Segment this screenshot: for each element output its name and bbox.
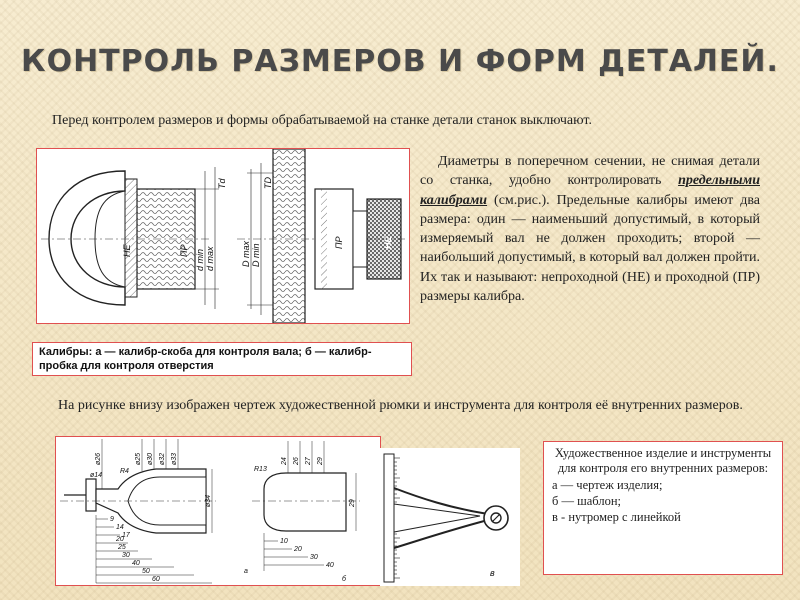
dim-h17: 17 [122,532,131,539]
dim-r13: R13 [254,466,267,473]
Dmin-label: D min [251,243,261,267]
pr-right-label: ПР [334,236,344,249]
dim-d25: ø25 [135,453,142,465]
td-left-label: Td [217,178,227,189]
dim-h60: 60 [152,576,160,583]
dim-b10: 10 [280,538,288,545]
paragraph-text-start: Диаметры в поперечном сечении, не снимая… [420,154,760,189]
ne-right-label: НЕ [383,236,393,249]
drawing-legend: Художественное изделие и инструменты для… [543,441,783,575]
drawing-intro-text: На рисунке внизу изображен чертеж художе… [58,398,743,413]
intro-text: Перед контролем размеров и формы обрабат… [52,113,592,128]
dim-b30: 30 [310,554,318,561]
dim-h14: 14 [116,524,124,531]
paragraph-text-end: (см.рис.). Предельные калибры имеют два … [420,192,760,305]
pr-left-label: ПР [179,244,189,257]
dim-h20: 20 [115,536,124,543]
mark-a: а [244,568,248,575]
dim-29: 29 [317,457,324,466]
internal-gauge-figure: в [380,448,520,586]
calipers-drawing: НЕ ПР Td d min d max TD D max D min ПР Н… [41,149,407,323]
dim-26: 26 [293,457,300,466]
dim-h30: 30 [122,552,130,559]
dim-29-side: 29 [349,499,356,508]
dim-d32: ø32 [159,453,166,465]
dim-24: 24 [281,457,288,466]
Dmax-label: D max [241,240,251,267]
legend-item-v: в - нутромер с линейкой [552,510,681,524]
slide-title: КОНТРОЛЬ РАЗМЕРОВ И ФОРМ ДЕТАЛЕЙ. [21,44,779,79]
goblet-drawing: ø26 R4 ø25 ø30 ø32 ø33 ø34 ø14 9 14 17 2… [60,439,360,584]
goblet-drawing-figure: ø26 R4 ø25 ø30 ø32 ø33 ø34 ø14 9 14 17 2… [55,436,381,586]
mark-b: б [342,575,347,583]
mark-v: в [490,568,495,578]
legend-heading: Художественное изделие и инструменты для… [554,446,772,475]
ne-left-label: НЕ [122,244,132,257]
legend-item-b: б — шаблон; [552,494,621,508]
paragraph-term: предельными калибрами [420,173,760,208]
dim-h25: 25 [117,544,126,551]
calipers-figure: НЕ ПР Td d min d max TD D max D min ПР Н… [36,148,410,324]
legend-item-a: а — чертеж изделия; [552,478,663,492]
dmax-label: d max [205,246,215,271]
internal-gauge-drawing: в [380,448,520,586]
dim-b40: 40 [326,562,334,569]
dim-d33: ø33 [171,453,178,465]
dim-b20: 20 [293,546,302,553]
dim-d30: ø30 [147,453,154,465]
dim-r4: R4 [120,468,129,475]
dmin-label: d min [195,249,205,271]
description-paragraph: Диаметры в поперечном сечении, не снимая… [420,152,760,306]
dim-h9: 9 [110,516,114,523]
td-right-label: TD [263,177,273,189]
dim-h40: 40 [132,560,140,567]
dim-h50: 50 [142,568,150,575]
dim-27: 27 [305,456,312,466]
dim-d26: ø26 [95,453,102,465]
dim-d14: ø14 [90,472,102,479]
dim-d34: ø34 [205,495,212,507]
calipers-caption: Калибры: а — калибр-скоба для контроля в… [32,342,412,376]
